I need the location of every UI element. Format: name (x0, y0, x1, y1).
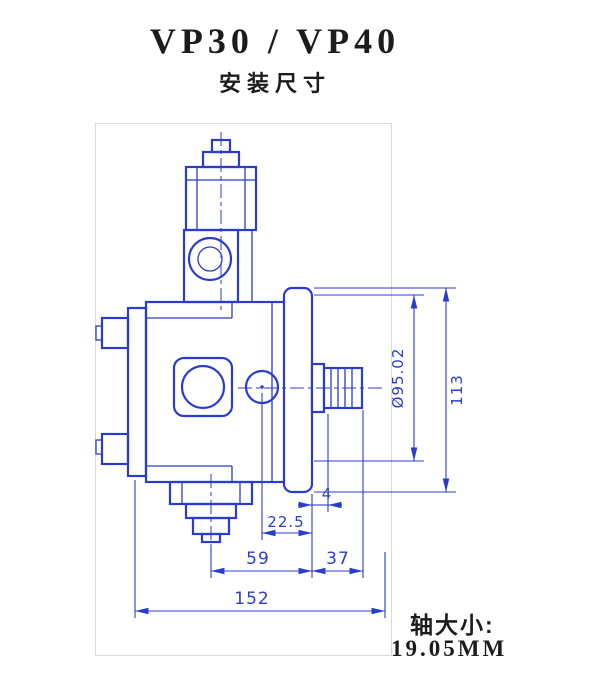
dim-label-overall-length: 152 (234, 589, 269, 609)
dimension-shaft-length: 37 (312, 410, 364, 578)
drawing-frame (95, 123, 392, 656)
shaft-size-value: 19.05MM (391, 636, 508, 661)
dim-label-hub-offset: 22.5 (267, 513, 304, 531)
dimension-body-width: 59 (210, 540, 313, 578)
dimension-hub-offset: 22.5 (261, 393, 313, 540)
dimensions: Ø95.02 113 4 22.5 (134, 287, 466, 618)
dim-label-pilot-diameter: Ø95.02 (389, 348, 407, 409)
rear-flange (282, 286, 314, 494)
dimension-overall-length: 152 (134, 480, 386, 618)
dim-label-step-width: 4 (322, 485, 333, 503)
dim-label-flange-height: 113 (448, 374, 466, 406)
mounting-bracket (95, 306, 148, 478)
pump-outline (95, 138, 364, 544)
dimension-flange-height: 113 (314, 287, 466, 493)
page-subtitle: 安装尺寸 (218, 71, 331, 96)
page-title: VP30 / VP40 (149, 21, 401, 61)
shaft-size-label: 轴大小: (410, 612, 495, 638)
dimension-pilot-diameter: Ø95.02 (314, 294, 424, 462)
dimension-step-width: 4 (298, 414, 342, 512)
dim-label-shaft-length: 37 (326, 549, 350, 569)
dim-label-body-width: 59 (246, 549, 270, 569)
top-port-boss (182, 228, 253, 304)
centerlines (210, 132, 384, 550)
main-body (144, 300, 288, 484)
